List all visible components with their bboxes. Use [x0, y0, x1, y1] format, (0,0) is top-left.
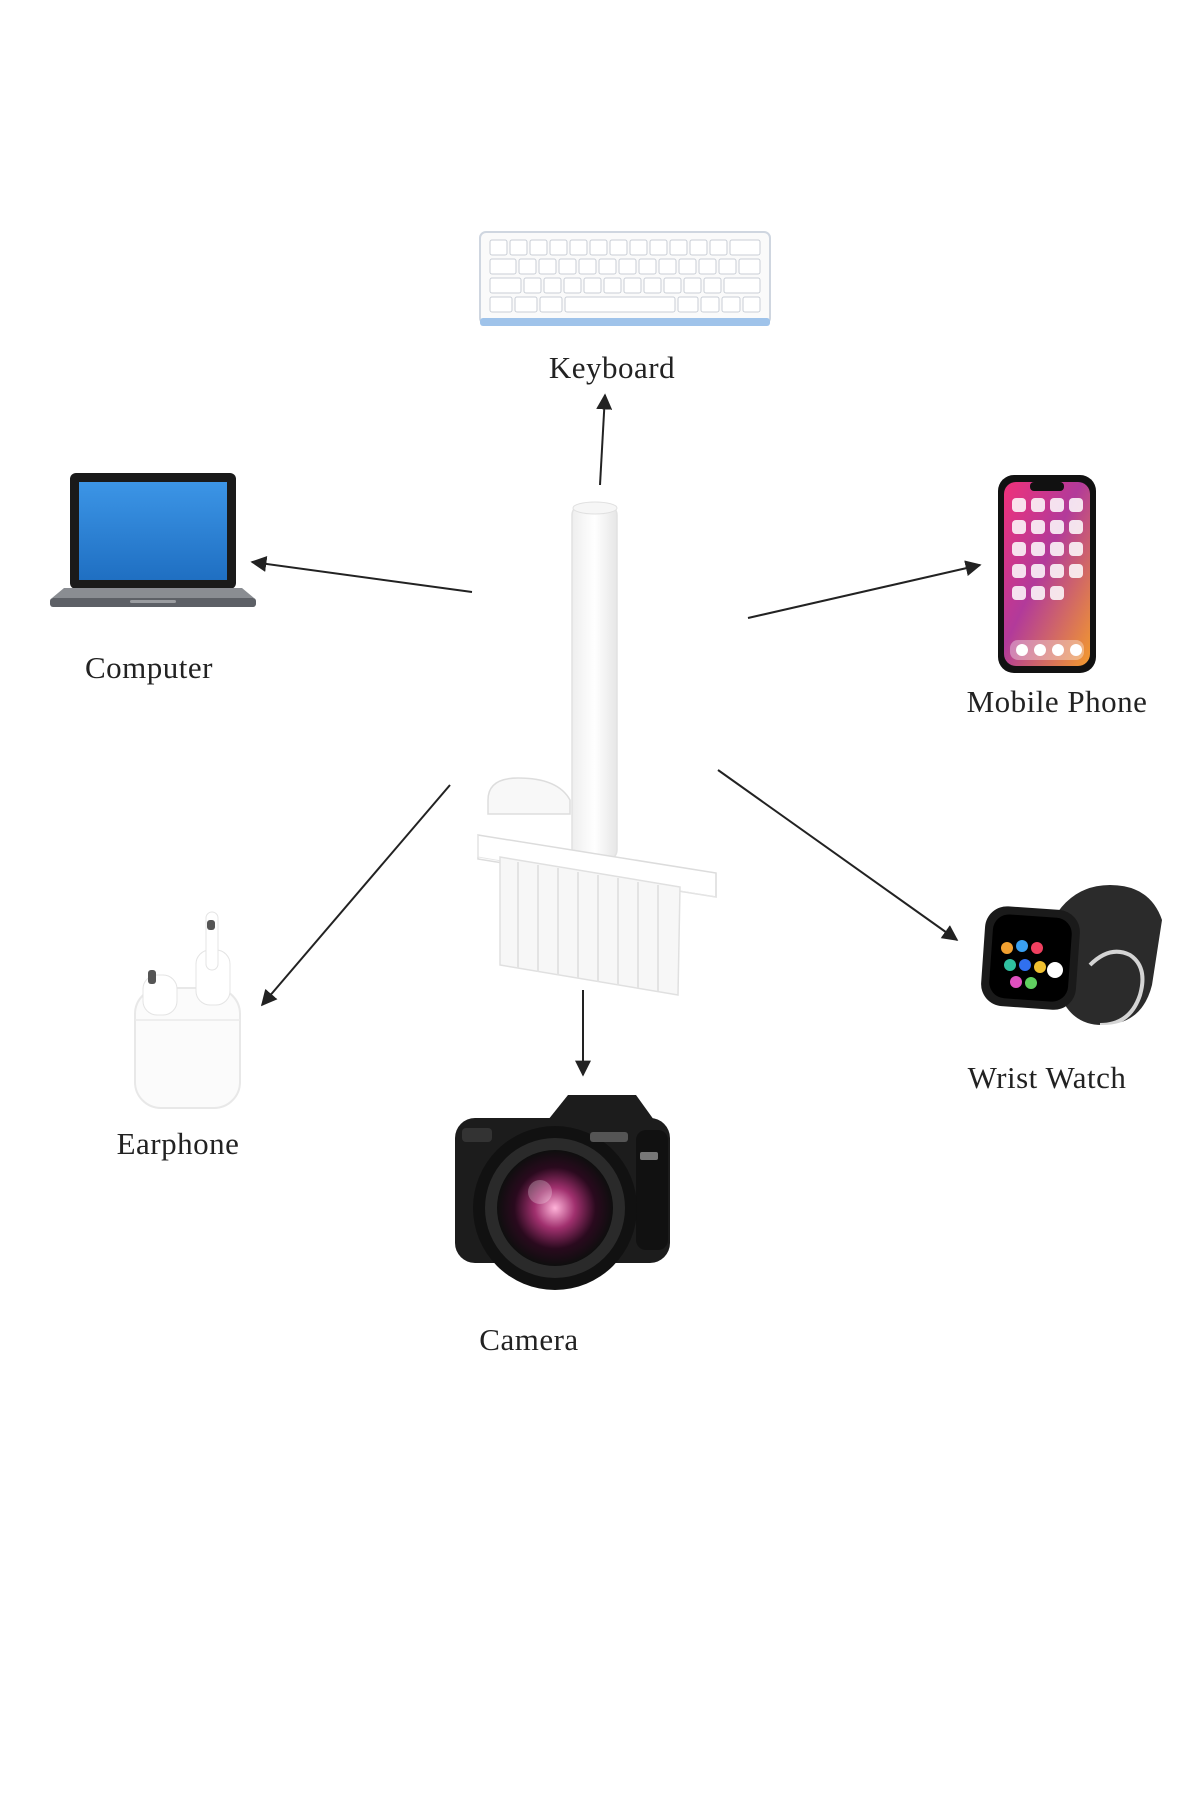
- arrow-to-earphone: [260, 784, 451, 1007]
- arrow-to-watch: [717, 769, 959, 941]
- arrow-to-mobile: [747, 560, 982, 619]
- arrows: [250, 393, 982, 1077]
- laptop-icon: [50, 473, 256, 607]
- arrow-to-computer: [250, 556, 473, 593]
- arrow-to-keyboard: [596, 393, 613, 486]
- keyboard-icon: [479, 231, 771, 326]
- earbuds-icon: [134, 911, 241, 1109]
- camera-icon: [455, 1095, 670, 1290]
- label-computer: Computer: [85, 650, 213, 685]
- cleaning-brush-icon: [477, 501, 717, 996]
- label-earphone: Earphone: [116, 1126, 240, 1161]
- label-camera: Camera: [479, 1322, 579, 1357]
- smartphone-icon: [998, 475, 1096, 673]
- label-keyboard: Keyboard: [548, 350, 676, 385]
- label-wrist-watch: Wrist Watch: [967, 1060, 1127, 1095]
- smartwatch-icon: [981, 885, 1162, 1027]
- label-mobile-phone: Mobile Phone: [966, 684, 1148, 719]
